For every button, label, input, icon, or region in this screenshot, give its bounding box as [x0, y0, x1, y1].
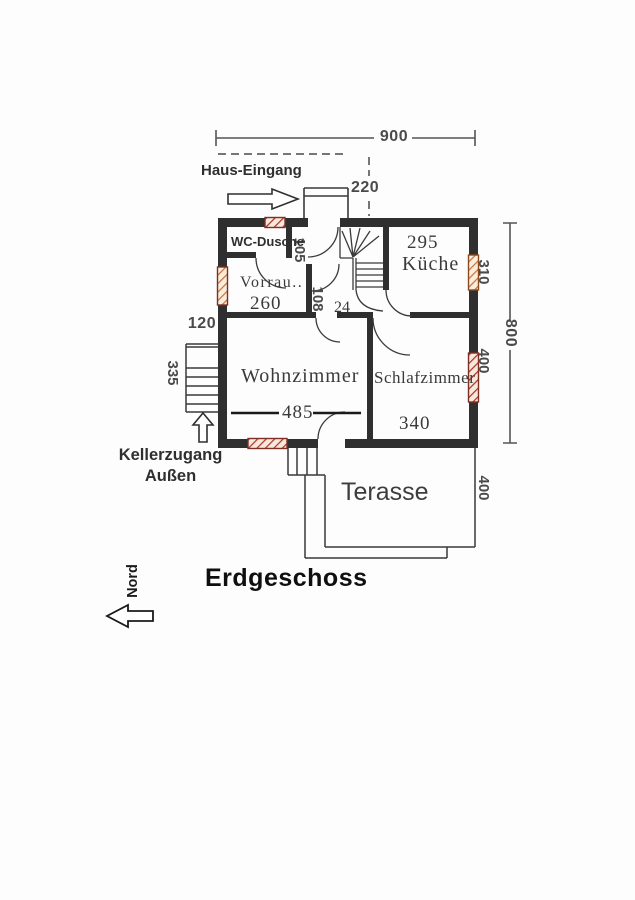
dim-cellar-width: 120: [187, 315, 217, 332]
window-schlafzimmer-right: [467, 352, 480, 403]
entrance-guide-dashed-lines: [218, 153, 370, 216]
dim-entrance-offset: 220: [351, 179, 380, 196]
north-label: Nord: [124, 564, 141, 598]
room-schlafzimmer: Schlafzimmer: [374, 368, 476, 387]
cellar-arrow-icon: [191, 411, 215, 443]
cellar-stairs: [185, 343, 218, 413]
dim-wall-thickness: 24: [334, 299, 350, 316]
dimension-line-800: [503, 222, 517, 444]
staircase: [339, 227, 384, 312]
dim-total-depth: 800: [502, 318, 519, 348]
exterior-walls: [218, 218, 478, 448]
window-wohnzimmer-bottom: [247, 437, 288, 450]
entrance-label: Haus-Eingang: [201, 162, 302, 179]
cellar-access-line1: Kellerzugang: [118, 446, 223, 464]
entrance-arrow-icon: [227, 187, 301, 211]
dimension-line-900: [215, 130, 476, 146]
cellar-access-line2: Außen: [144, 466, 197, 485]
door-arcs: [255, 226, 413, 440]
room-wohnzimmer: Wohnzimmer: [241, 365, 360, 387]
dim-kueche-window: 310: [475, 259, 493, 285]
window-vorraum-left: [216, 266, 229, 306]
cellar-access-label: Kellerzugang Außen: [88, 447, 253, 484]
dim-total-width: 900: [379, 128, 409, 145]
dim-schlaf-width: 340: [399, 413, 431, 434]
dim-schlaf-window: 400: [475, 348, 493, 374]
page-title: Erdgeschoss: [205, 564, 368, 592]
north-arrow-icon: [105, 603, 154, 629]
room-vorraum: Vorrau..: [240, 274, 304, 291]
entrance-porch: [303, 187, 349, 218]
dim-cellar-depth: 335: [164, 360, 182, 386]
terrace-outline: [287, 448, 476, 559]
room-kueche: Küche: [402, 253, 460, 275]
dim-hall-width: 108: [309, 286, 327, 312]
dim-kueche-width: 295: [407, 232, 439, 253]
room-terasse: Terasse: [341, 478, 429, 506]
dim-vorraum-width: 260: [250, 293, 282, 314]
interior-walls: [227, 227, 469, 448]
dim-wohnzimmer-width: 485: [282, 402, 314, 423]
dim-terrace-depth: 400: [475, 475, 493, 501]
window-kueche-right: [467, 254, 480, 291]
room-wc-dusche: WC-Dusche: [231, 234, 304, 249]
window-wc-top: [264, 216, 286, 229]
